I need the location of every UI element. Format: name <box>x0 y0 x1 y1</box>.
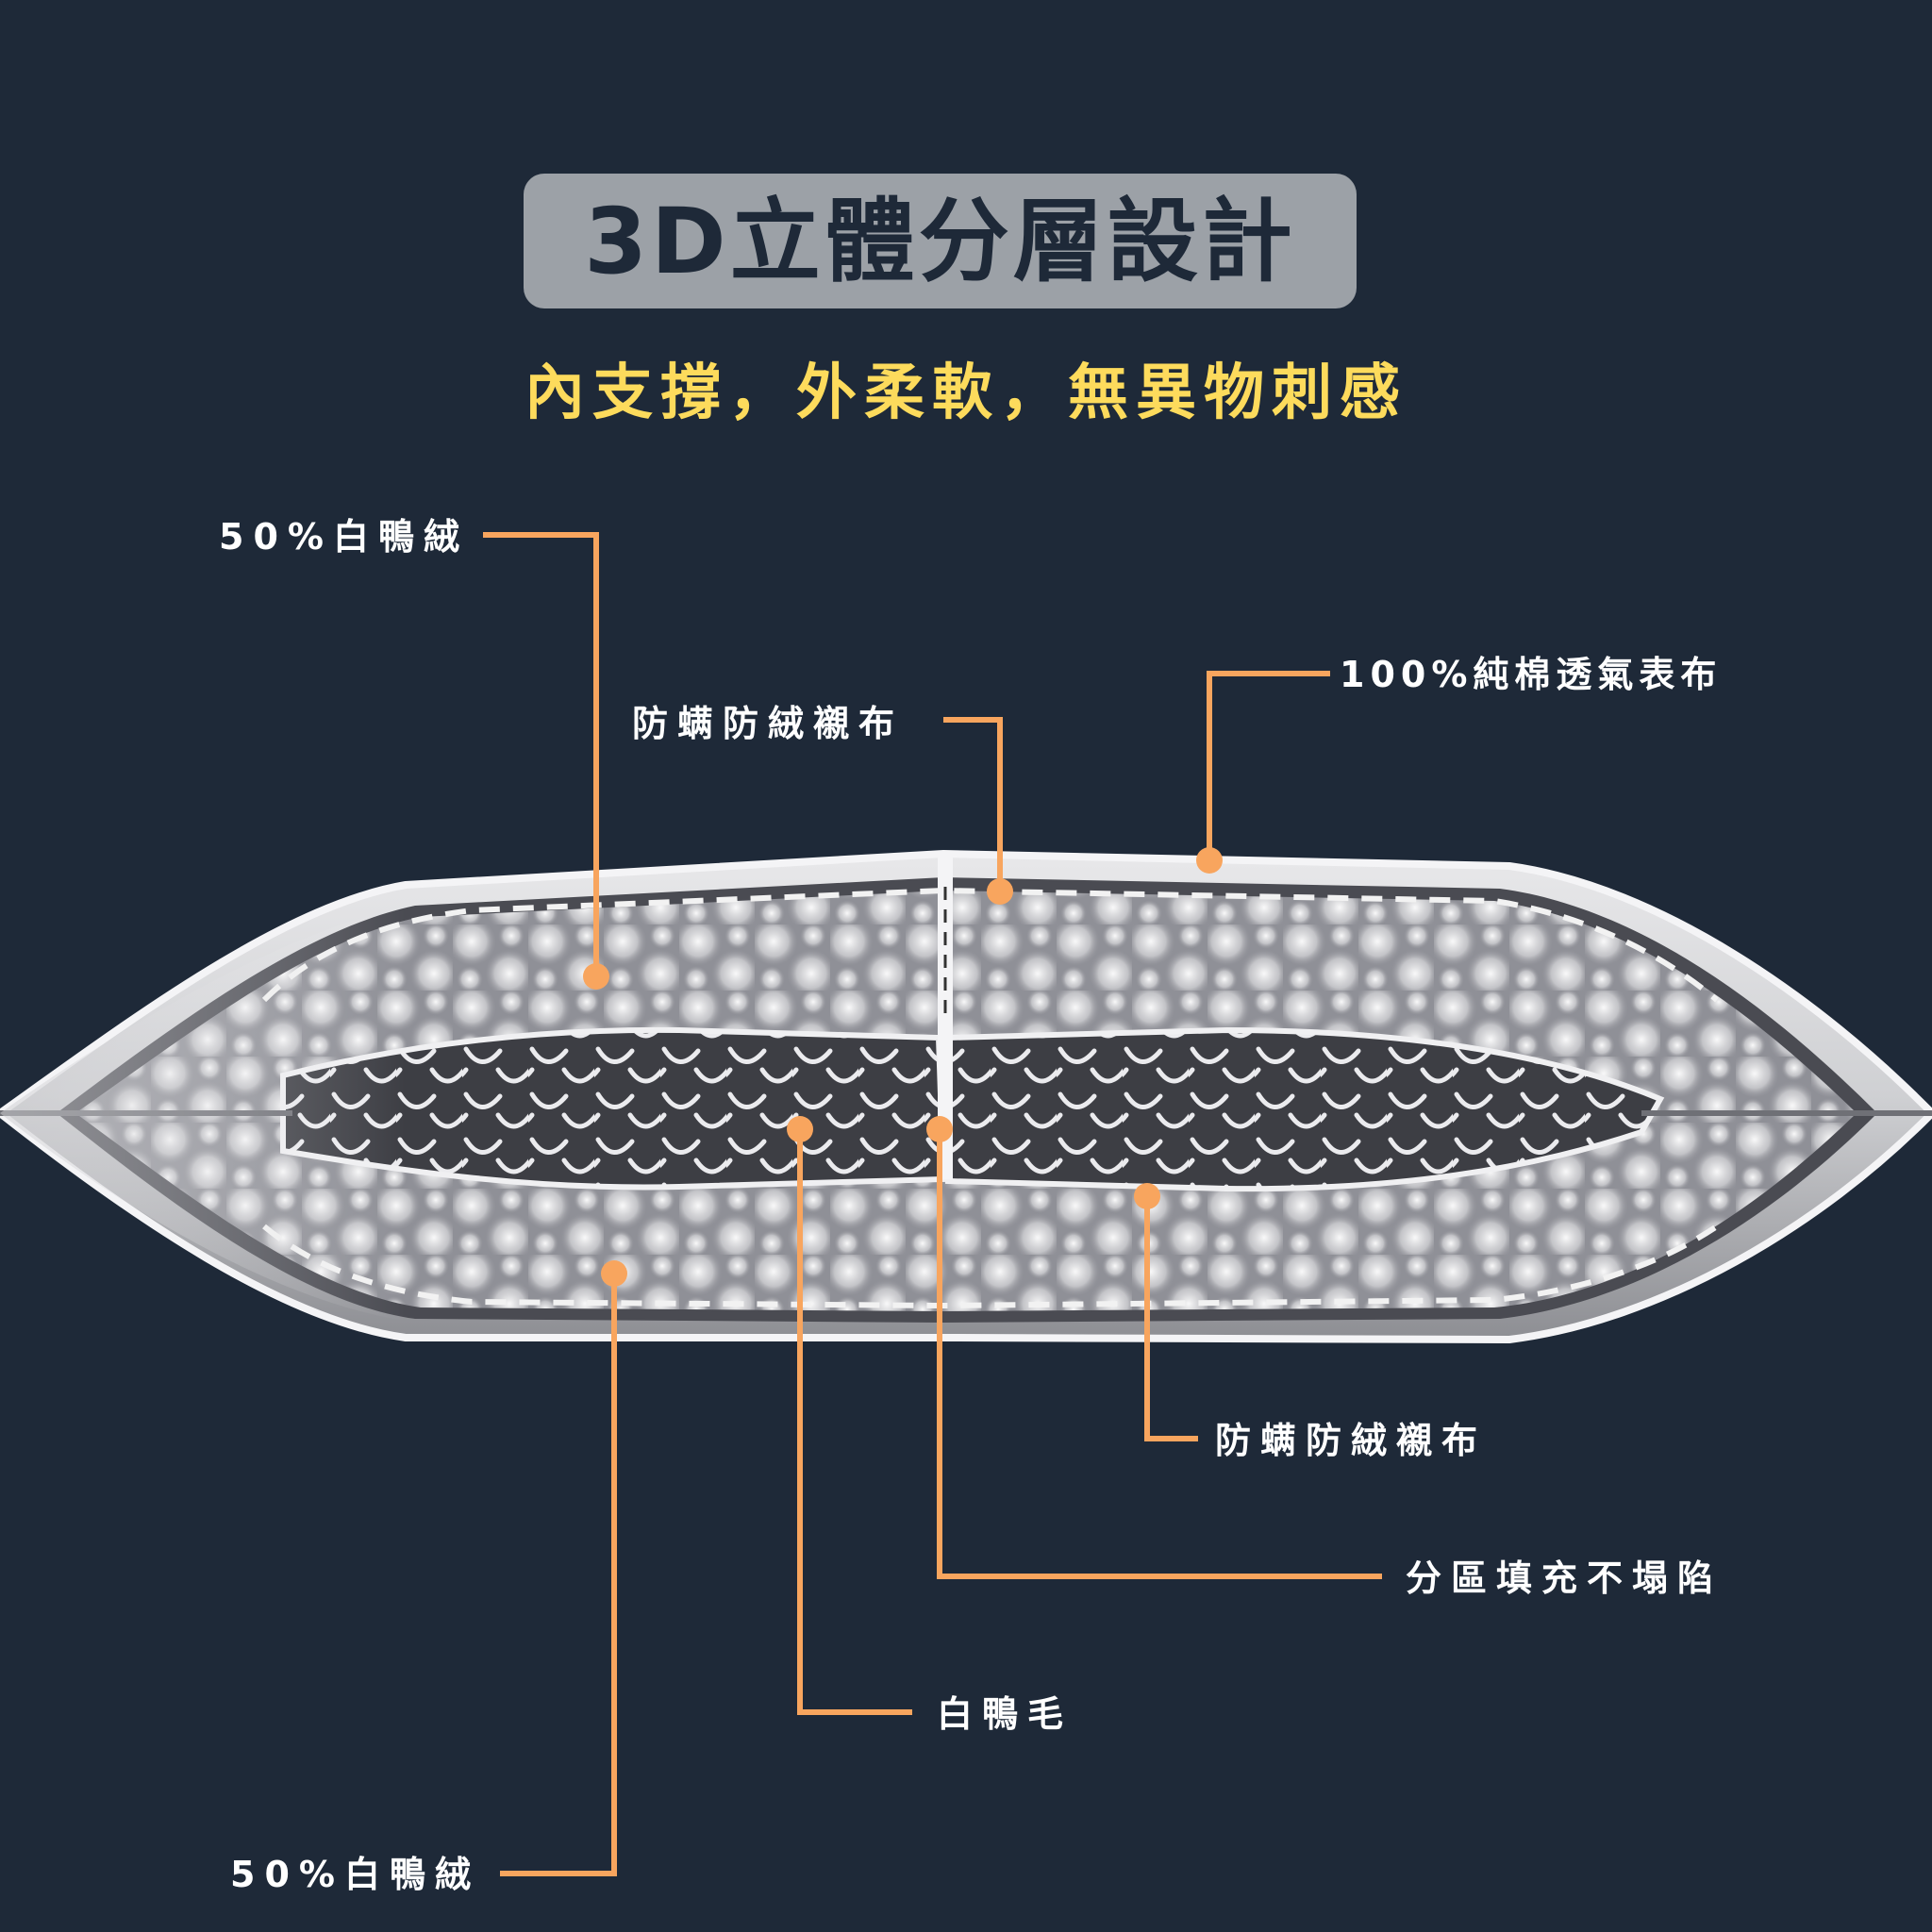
dot-feather <box>787 1116 813 1142</box>
feather-core-right <box>945 1026 1665 1192</box>
dot-bottom-lining <box>1134 1183 1160 1209</box>
leader-bottom-lining <box>1144 1196 1198 1441</box>
callout-outer-shell: 100%純棉透氣表布 <box>1340 654 1723 695</box>
dot-partition <box>926 1116 953 1142</box>
dot-top-left-down <box>583 963 609 990</box>
callout-top-left-down: 50%白鴨絨 <box>219 516 469 558</box>
page-subtitle: 內支撐，外柔軟，無異物刺感 <box>525 358 1407 428</box>
leader-dots <box>583 847 1223 1287</box>
leader-top-left-down <box>483 532 599 976</box>
leader-lines <box>483 532 1382 1876</box>
callout-partition: 分區填充不塌陷 <box>1406 1557 1724 1599</box>
callout-bottom-left-down: 50%白鴨絨 <box>230 1854 480 1895</box>
dot-outer-shell <box>1196 847 1223 874</box>
dot-bottom-left-down <box>601 1260 627 1287</box>
callout-top-lining: 防螨防絨襯布 <box>632 703 905 744</box>
leader-bottom-left-down <box>500 1274 617 1876</box>
dot-top-lining <box>987 878 1013 905</box>
leader-feather <box>797 1129 912 1715</box>
callout-feather: 白鴨毛 <box>937 1693 1074 1735</box>
leader-outer-shell <box>1207 671 1330 860</box>
center-partition <box>938 854 953 1179</box>
title-banner: 3D立體分層設計 <box>524 174 1357 308</box>
page-title: 3D立體分層設計 <box>584 188 1296 294</box>
callout-bottom-lining: 防螨防絨襯布 <box>1215 1420 1488 1461</box>
leader-top-lining <box>943 717 1003 891</box>
leader-partition <box>937 1129 1382 1579</box>
